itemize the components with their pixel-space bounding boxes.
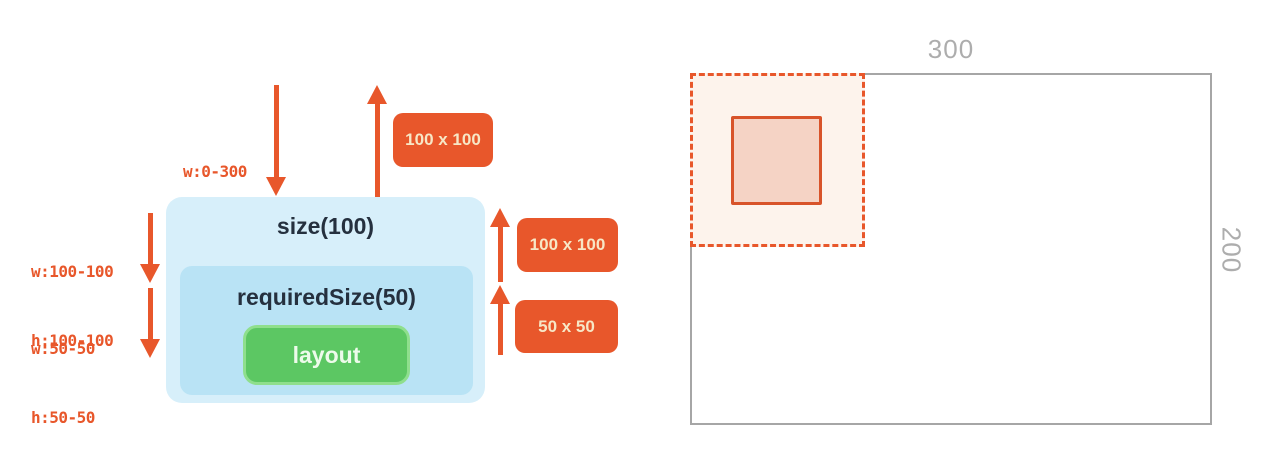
arrow-head [490, 285, 510, 304]
root-result-up-arrow-icon [367, 85, 387, 197]
size-modifier-label: size(100) [276, 213, 375, 239]
arrow-shaft [497, 227, 503, 282]
required-constraints-line1: w:50-50 [31, 339, 95, 358]
layout-node-box: layout [243, 325, 410, 385]
arrow-shaft [273, 85, 279, 177]
arrow-head [367, 85, 387, 104]
measured-content-square [731, 116, 822, 205]
arrow-shaft [497, 304, 503, 355]
layout-node-label: layout [292, 342, 361, 368]
incoming-constraints-line1: w:0-300 [183, 162, 247, 181]
canvas-height-label: 200 [1216, 226, 1247, 274]
required-constraints-down-arrow-icon [140, 288, 160, 358]
arrow-head [490, 208, 510, 227]
size-constraints-label: w:100-100 h:100-100 [31, 214, 114, 398]
arrow-shaft [147, 288, 153, 339]
arrow-head [140, 339, 160, 358]
arrow-shaft [147, 213, 153, 264]
incoming-constraints-down-arrow-icon [266, 85, 286, 196]
size-constraints-down-arrow-icon [140, 213, 160, 283]
required-size-modifier-label: requiredSize(50) [237, 284, 416, 310]
required-constraints-label: w:50-50 h:50-50 [31, 291, 95, 462]
arrow-shaft [374, 104, 380, 197]
size-result-up-arrow-icon [490, 208, 510, 282]
required-constraints-line2: h:50-50 [31, 408, 95, 427]
size-constraints-line1: w:100-100 [31, 262, 114, 281]
arrow-head [140, 264, 160, 283]
layout-result-badge: 50 x 50 [515, 300, 618, 353]
layout-result-up-arrow-icon [490, 285, 510, 355]
required-size-modifier-box: requiredSize(50) layout [180, 266, 473, 395]
size-modifier-box: size(100) requiredSize(50) layout [166, 197, 485, 403]
root-size-badge: 100 x 100 [393, 113, 493, 167]
canvas-width-label: 300 [927, 34, 975, 64]
size-result-badge: 100 x 100 [517, 218, 618, 272]
size-constraints-line2: h:100-100 [31, 331, 114, 350]
arrow-head [266, 177, 286, 196]
